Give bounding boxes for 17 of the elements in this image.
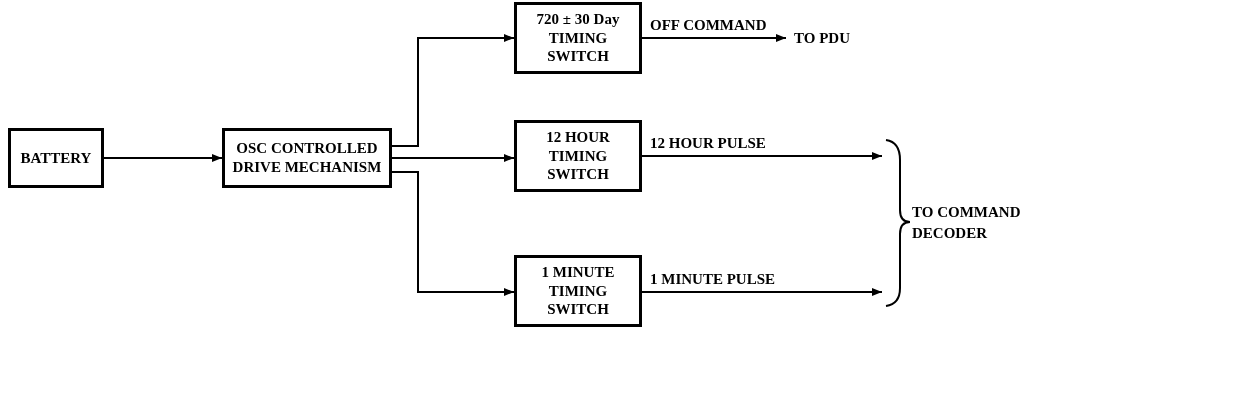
edge-label: 12 HOUR PULSE: [650, 134, 766, 153]
arrow: [641, 34, 787, 42]
arrow: [103, 154, 223, 162]
arrow: [391, 34, 515, 147]
arrow: [391, 154, 515, 162]
destination-label: TO PDU: [786, 27, 858, 49]
edge-label: 1 MINUTE PULSE: [650, 270, 776, 289]
destination-label: TO COMMAND DECODER: [912, 203, 1022, 243]
arrow: [641, 152, 883, 160]
process-box: OSC CONTROLLED DRIVE MECHANISM: [222, 128, 392, 188]
arrow: [641, 288, 883, 296]
arrow: [391, 171, 515, 296]
process-box: 720 ± 30 Day TIMING SWITCH: [514, 2, 642, 74]
edge-label: OFF COMMAND: [650, 16, 767, 35]
process-box: 1 MINUTE TIMING SWITCH: [514, 255, 642, 327]
process-box: BATTERY: [8, 128, 104, 188]
process-box: 12 HOUR TIMING SWITCH: [514, 120, 642, 192]
